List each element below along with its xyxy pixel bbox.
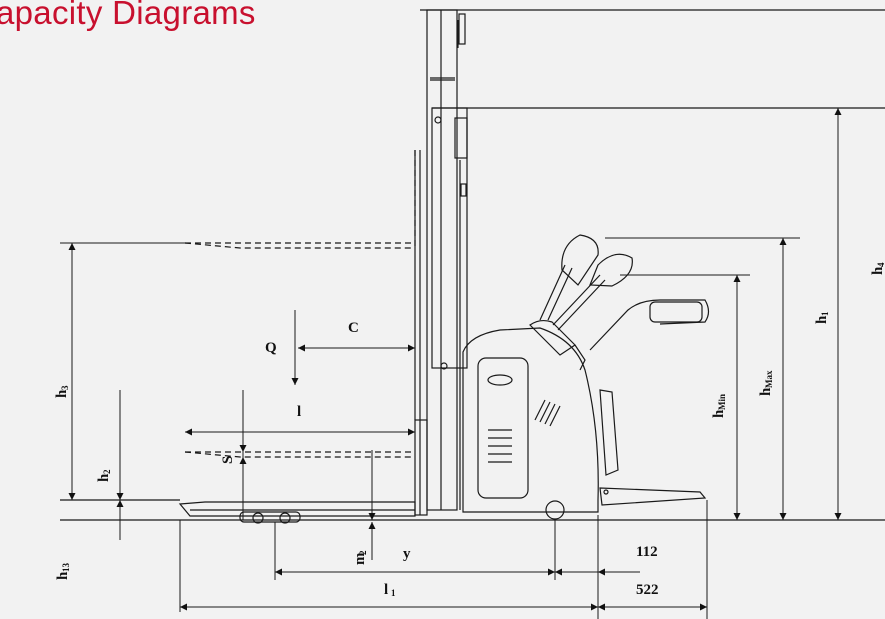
label-m2: m2	[352, 550, 368, 565]
mast	[414, 9, 885, 516]
label-l1-sub: 1	[391, 588, 396, 598]
svg-text:3: 3	[60, 385, 70, 390]
svg-text:h: h	[96, 473, 112, 482]
svg-text:h: h	[711, 409, 727, 418]
ground-line	[60, 499, 885, 521]
label-y: y	[403, 546, 411, 562]
label-h4: h4	[870, 262, 885, 275]
svg-text:1: 1	[820, 311, 830, 316]
label-C: C	[348, 320, 359, 336]
label-h13: h13	[55, 563, 71, 581]
label-h3: h3	[54, 385, 70, 398]
svg-text:h: h	[758, 387, 774, 396]
svg-text:2: 2	[102, 469, 112, 474]
svg-text:m: m	[352, 552, 368, 565]
svg-text:h: h	[55, 571, 71, 580]
label-Q: Q	[265, 340, 277, 356]
page-title: apacity Diagrams	[0, 0, 256, 31]
svg-text:h: h	[870, 266, 885, 275]
label-l1: l	[384, 582, 388, 598]
label-h2: h2	[96, 469, 112, 482]
label-522: 522	[636, 582, 659, 598]
dimension-lines	[60, 108, 842, 619]
label-112: 112	[636, 544, 658, 560]
truck-body	[462, 327, 707, 520]
svg-text:13: 13	[61, 563, 71, 573]
label-h1: h1	[814, 311, 830, 324]
label-l: l	[297, 404, 301, 420]
tiller-handle	[529, 234, 710, 356]
svg-text:h: h	[814, 315, 830, 324]
svg-text:2: 2	[358, 550, 368, 555]
svg-text:Min: Min	[717, 394, 727, 410]
svg-text:Max: Max	[764, 370, 774, 388]
fork-lowered	[178, 501, 416, 524]
svg-text:S: S	[220, 456, 236, 464]
svg-text:4: 4	[876, 262, 885, 267]
label-S: S	[220, 456, 236, 464]
svg-text:h: h	[54, 389, 70, 398]
